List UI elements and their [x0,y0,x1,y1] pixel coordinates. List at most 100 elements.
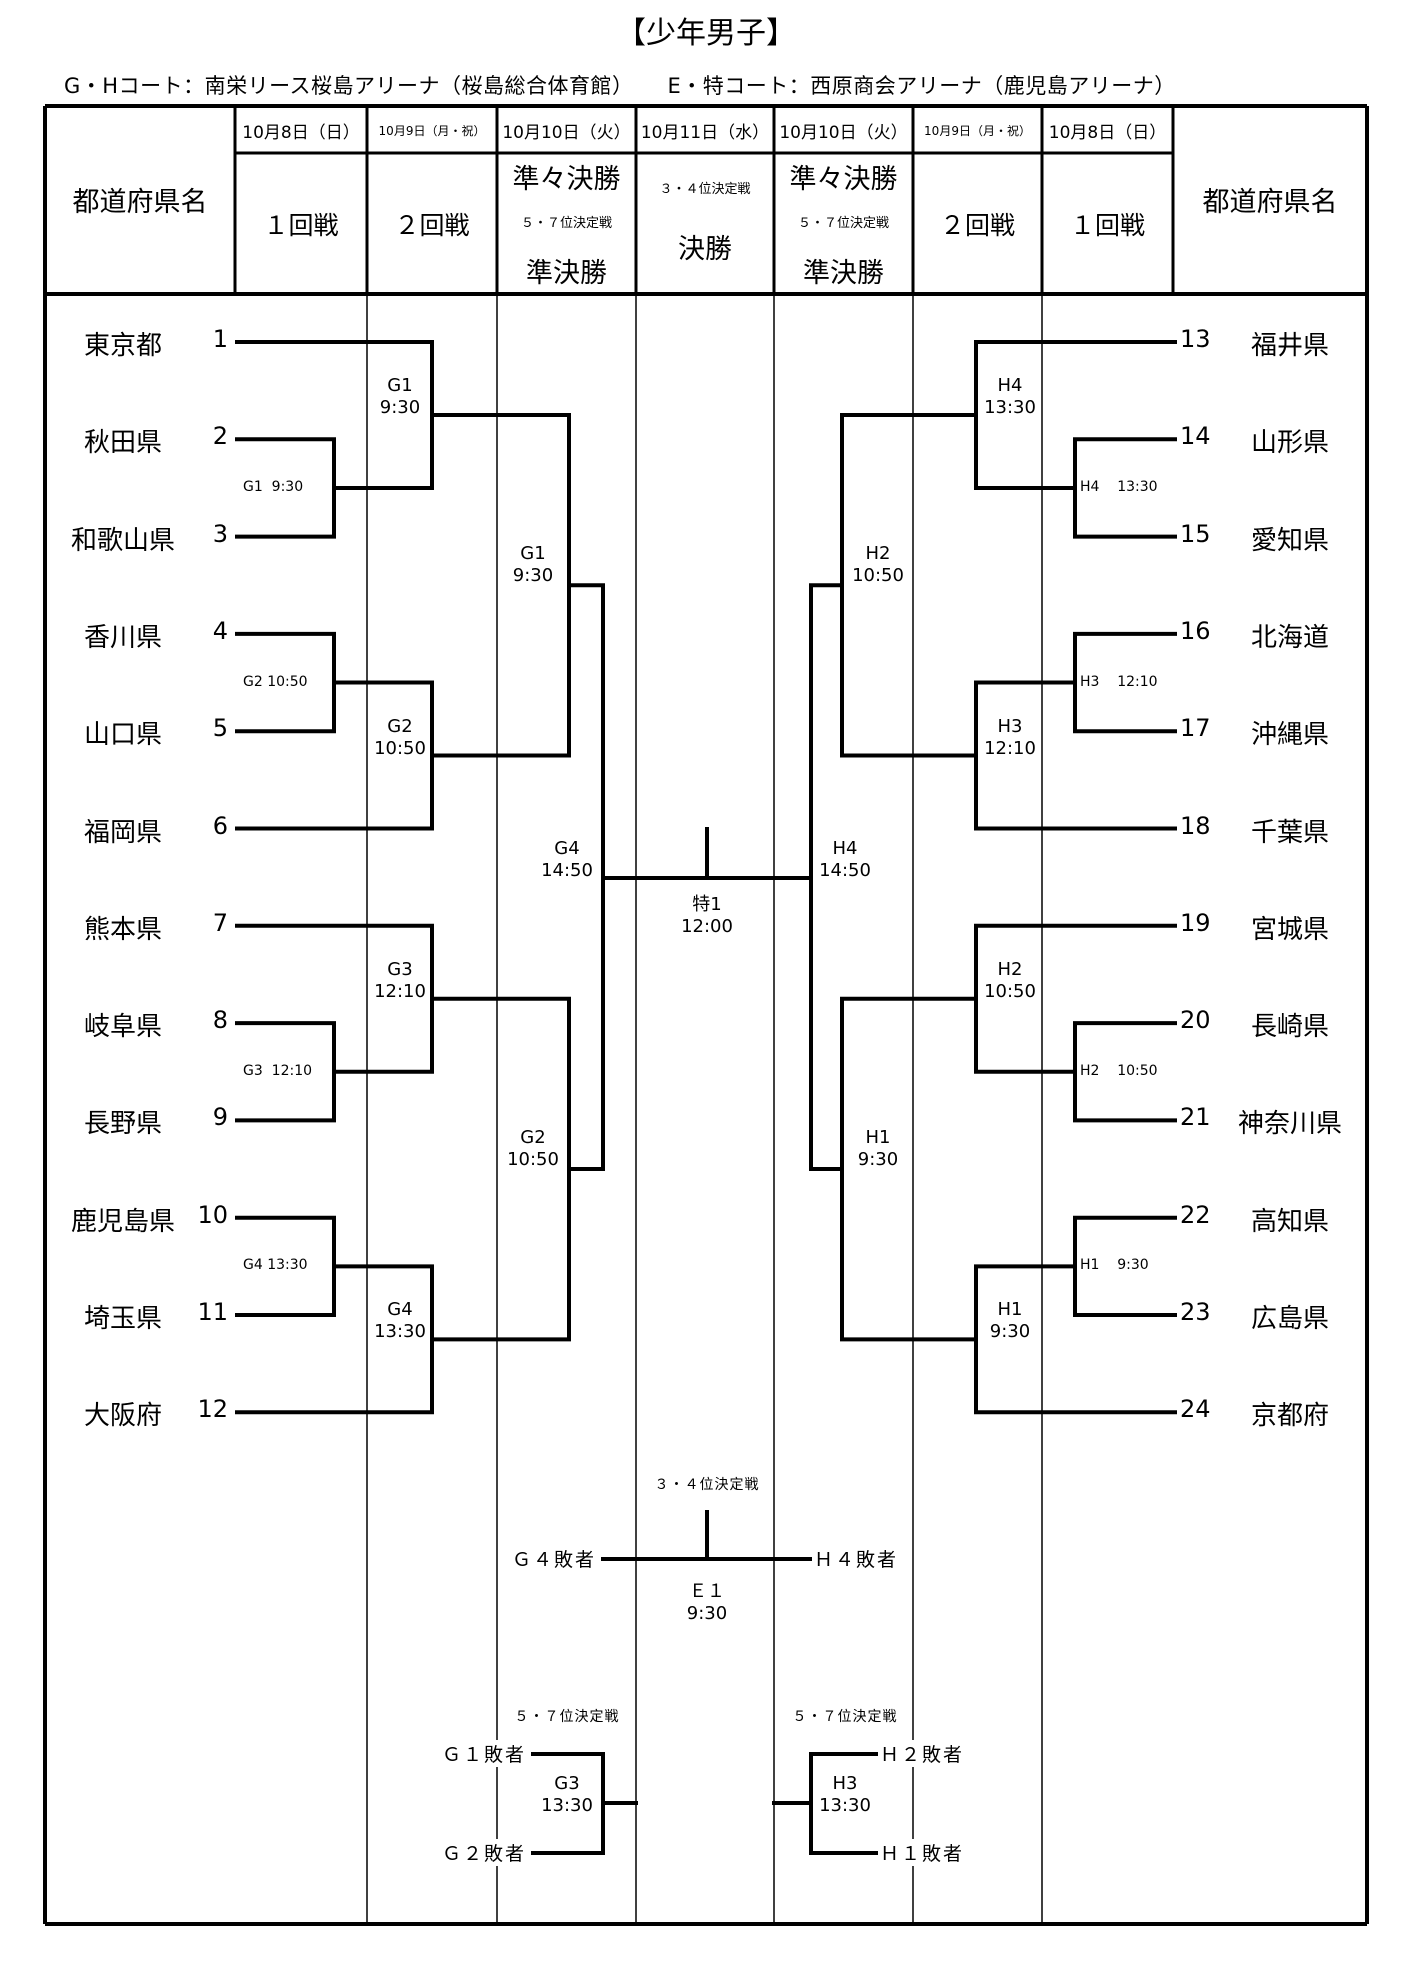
team-seed-left: 10 [197,1200,228,1229]
team-name-left: 福岡県 [83,817,162,848]
date-r2-right: 10月9日（月・祝） [924,123,1031,138]
team-seed-right: 19 [1180,908,1211,937]
game-court: G4 [554,838,580,859]
team-seed-right: 21 [1180,1103,1211,1132]
game-time: 14:50 [819,860,871,881]
prefecture-header-left: 都道府県名 [72,186,208,218]
team-seed-right: 23 [1180,1298,1211,1326]
place57-label-right: ５・７位決定戦 [792,1709,898,1725]
game-court: H2 [865,543,891,565]
game-time: 12:10 [374,980,426,1002]
game-time: 13:30 [374,1321,426,1343]
team-name-left: 埼玉県 [83,1304,162,1334]
game-court: G2 [387,715,413,737]
r1-game-right: H4 13:30 [1080,478,1158,495]
game-court: H3 [997,715,1023,737]
game-court: H3 [832,1773,858,1794]
team-seed-left: 2 [212,422,228,451]
game-court: H4 [832,838,858,859]
round-place57-right: ５・７位決定戦 [797,215,889,231]
round-r2-left: ２回戦 [394,211,470,240]
team-name-left: 秋田県 [83,428,162,459]
game-time: 9:30 [857,1149,899,1171]
team-name-left: 鹿児島県 [70,1206,175,1237]
game-court: H1 [997,1299,1023,1321]
game-time: 13:30 [984,396,1036,418]
team-name-left: 山口県 [83,720,162,751]
game-court: G4 [387,1299,413,1321]
place57-left-top-entrant: Ｇ１敗者 [439,1740,528,1767]
team-name-left: 和歌山県 [70,525,175,556]
team-name-right: 高知県 [1250,1206,1329,1237]
table-grid [43,104,1369,1926]
team-name-right: 福井県 [1250,331,1329,361]
r1-game-left: G2 10:50 [243,673,308,690]
date-r2-left: 10月9日（月・祝） [378,123,486,138]
team-name-left: 香川県 [83,622,162,653]
third-place-left-entrant: Ｇ４敗者 [509,1545,598,1572]
game-court: G1 [387,374,413,396]
game-time: 10:50 [984,980,1036,1002]
round-r1-left: １回戦 [263,211,339,240]
date-r1-left: 10月8日（日） [242,122,360,143]
date-qf-right: 10月10日（火） [779,122,908,143]
gh-court-venue: G・Hコート：南栄リース桜島アリーナ（桜島総合体育館） [64,74,634,98]
team-name-right: 神奈川県 [1237,1109,1342,1140]
team-name-left: 熊本県 [83,914,162,945]
team-seed-right: 14 [1180,422,1211,451]
round-final: 決勝 [678,233,732,265]
place57-label-left: ５・７位決定戦 [514,1709,620,1725]
r1-game-left: G4 13:30 [243,1257,308,1274]
team-seed-left: 7 [212,908,228,937]
team-seed-right: 22 [1180,1200,1211,1229]
game-time: 9:30 [686,1603,728,1624]
page-title: 【少年男子】 [616,16,796,51]
r1-game-right: H2 10:50 [1080,1062,1158,1079]
third-place-label: ３・４位決定戦 [654,1477,760,1493]
game-time: 10:50 [507,1149,559,1171]
round-r2-right: ２回戦 [939,211,1015,240]
game-time: 10:50 [852,565,904,587]
place57-right-top-entrant: Ｈ２敗者 [878,1740,967,1767]
team-name-left: 長野県 [83,1109,162,1140]
game-court: 特1 [692,894,722,915]
date-r1-right: 10月8日（日） [1048,122,1167,143]
team-seed-left: 5 [212,714,228,743]
team-seed-left: 3 [212,519,228,548]
r1-game-right: H3 12:10 [1080,673,1158,690]
team-seed-left: 11 [197,1298,228,1326]
team-name-right: 宮城県 [1250,914,1329,945]
game-time: 9:30 [989,1321,1031,1343]
team-seed-left: 9 [212,1103,228,1132]
team-name-right: 広島県 [1250,1304,1329,1334]
game-time: 9:30 [379,396,421,418]
team-seed-right: 18 [1180,811,1211,840]
round-place57-left: ５・７位決定戦 [520,215,612,231]
game-court: G3 [554,1773,580,1794]
team-seed-left: 6 [212,811,228,840]
date-qf-left: 10月10日（火） [502,122,631,143]
team-name-right: 千葉県 [1250,817,1329,848]
third-place-right-entrant: Ｈ４敗者 [812,1545,901,1572]
team-seed-right: 20 [1180,1006,1211,1035]
team-seed-left: 8 [212,1006,228,1035]
team-name-right: 山形県 [1250,428,1329,459]
round-qf-right: 準々決勝 [789,163,898,195]
team-name-left: 岐阜県 [83,1012,162,1043]
game-court: G1 [520,543,546,565]
team-seed-right: 16 [1180,616,1211,645]
game-court: G2 [520,1127,546,1149]
game-time: 13:30 [819,1795,871,1816]
